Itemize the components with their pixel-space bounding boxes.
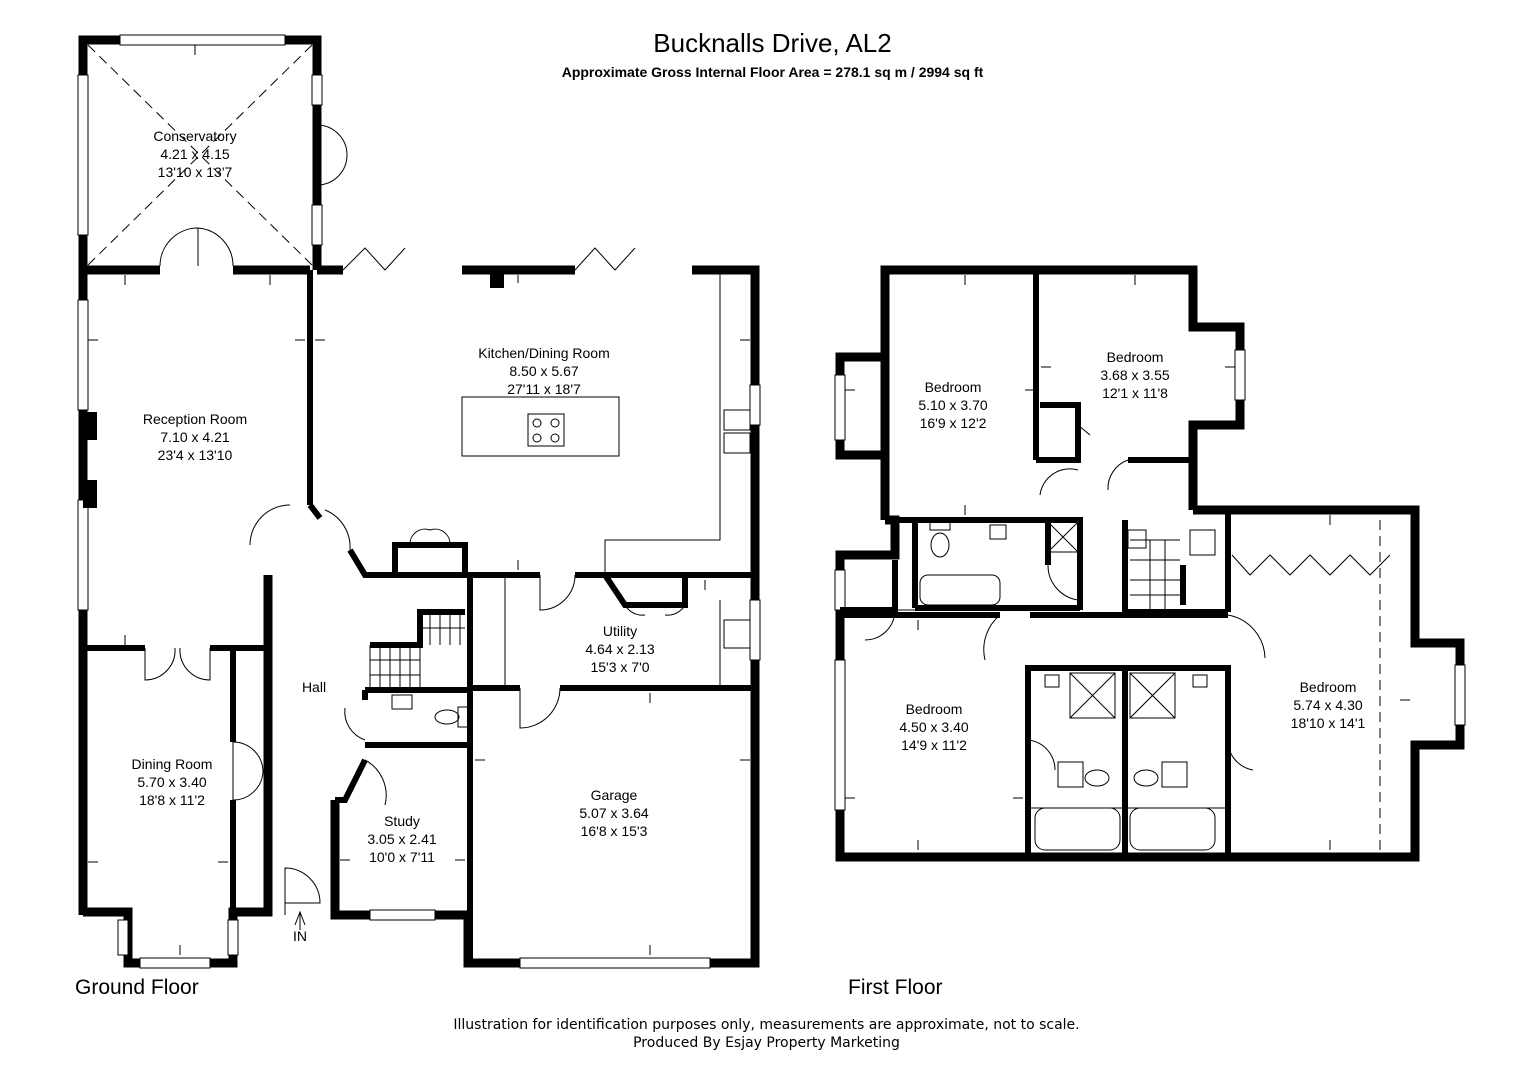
conservatory-name: Conservatory	[153, 128, 236, 144]
ground-floor-labels: Conservatory 4.21 x 4.15 13'10 x 13'7 Re…	[132, 128, 655, 944]
bedroom-3-imperial: 14'9 x 11'2	[901, 737, 967, 753]
reception-room-imperial: 23'4 x 13'10	[158, 447, 233, 463]
hall-name: Hall	[302, 679, 326, 695]
entrance-label: IN	[293, 928, 307, 944]
bedroom-2-imperial: 12'1 x 11'8	[1102, 385, 1168, 401]
garage-imperial: 16'8 x 15'3	[581, 823, 648, 839]
utility-imperial: 15'3 x 7'0	[590, 659, 649, 675]
kitchen-imperial: 27'11 x 18'7	[507, 381, 581, 397]
dining-room-name: Dining Room	[132, 756, 213, 772]
study-name: Study	[384, 813, 420, 829]
garage-name: Garage	[591, 787, 638, 803]
first-floor-plan	[834, 265, 1466, 862]
plan-title: Bucknalls Drive, AL2	[653, 28, 892, 58]
study-imperial: 10'0 x 7'11	[369, 849, 435, 865]
bedroom-1-name: Bedroom	[925, 379, 982, 395]
ground-floor-plan	[77, 34, 761, 969]
disclaimer-text: Illustration for identification purposes…	[453, 1017, 1080, 1033]
conservatory-metric: 4.21 x 4.15	[160, 146, 229, 162]
ground-floor-label: Ground Floor	[75, 976, 199, 999]
bedroom-2-metric: 3.68 x 3.55	[1100, 367, 1169, 383]
dining-room-metric: 5.70 x 3.40	[137, 774, 206, 790]
bedroom-3-name: Bedroom	[906, 701, 963, 717]
garage-metric: 5.07 x 3.64	[579, 805, 648, 821]
first-floor-labels: Bedroom 5.10 x 3.70 16'9 x 12'2 Bedroom …	[899, 349, 1365, 753]
utility-metric: 4.64 x 2.13	[585, 641, 654, 657]
reception-room-name: Reception Room	[143, 411, 247, 427]
bedroom-1-metric: 5.10 x 3.70	[918, 397, 987, 413]
bedroom-4-metric: 5.74 x 4.30	[1293, 697, 1362, 713]
kitchen-name: Kitchen/Dining Room	[478, 345, 610, 361]
bedroom-2-name: Bedroom	[1107, 349, 1164, 365]
floor-area-subtitle: Approximate Gross Internal Floor Area = …	[561, 64, 984, 80]
conservatory-imperial: 13'10 x 13'7	[158, 164, 233, 180]
credit-text: Produced By Esjay Property Marketing	[633, 1035, 900, 1051]
utility-name: Utility	[603, 623, 637, 639]
bedroom-3-metric: 4.50 x 3.40	[899, 719, 968, 735]
bedroom-4-imperial: 18'10 x 14'1	[1291, 715, 1366, 731]
first-floor-label: First Floor	[848, 976, 943, 999]
bedroom-1-imperial: 16'9 x 12'2	[920, 415, 987, 431]
study-metric: 3.05 x 2.41	[367, 831, 436, 847]
reception-room-metric: 7.10 x 4.21	[160, 429, 229, 445]
bedroom-4-name: Bedroom	[1300, 679, 1357, 695]
dining-room-imperial: 18'8 x 11'2	[139, 792, 205, 808]
kitchen-metric: 8.50 x 5.67	[509, 363, 578, 379]
